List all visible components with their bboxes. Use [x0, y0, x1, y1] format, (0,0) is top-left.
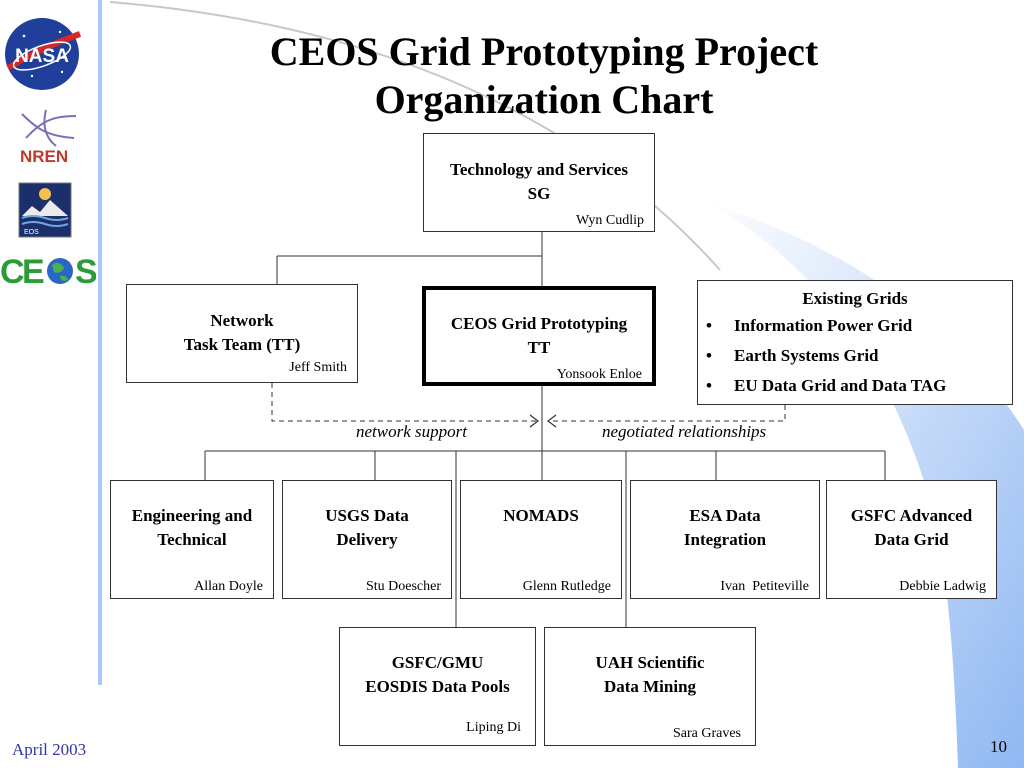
- box-name: CEOS Grid Prototyping TT: [450, 314, 628, 357]
- negotiated-relationships-label: negotiated relationships: [602, 422, 767, 441]
- network-support-label: network support: [356, 422, 467, 441]
- technology-services-sg-box: Technology and Services SG Wyn Cudlip: [423, 133, 655, 232]
- box-lead: Wyn Cudlip: [576, 213, 644, 228]
- eos-logo: EOS: [18, 182, 72, 238]
- title-line-2: Organization Chart: [374, 77, 714, 122]
- box-lead: Glenn Rutledge: [522, 579, 611, 594]
- existing-grids-list: •Information Power Grid •Earth Systems G…: [698, 311, 1012, 401]
- page-number: 10: [990, 737, 1007, 756]
- nren-logo-text: NREN: [20, 147, 68, 166]
- box-name: UAH Scientific Data Mining: [595, 653, 705, 696]
- box-lead: Ivan Petiteville: [720, 579, 809, 594]
- svg-text:C: C: [0, 253, 25, 290]
- box-name: GSFC Advanced Data Grid: [850, 506, 973, 549]
- existing-grids-heading: Existing Grids: [802, 289, 908, 308]
- slide-title: CEOS Grid Prototyping Project Organizati…: [120, 28, 968, 124]
- ceos-logo: C E S: [0, 253, 96, 290]
- title-line-1: CEOS Grid Prototyping Project: [269, 29, 819, 74]
- svg-text:S: S: [75, 253, 96, 290]
- box-lead: Jeff Smith: [289, 360, 347, 375]
- existing-grids-box: Existing Grids •Information Power Grid •…: [697, 280, 1013, 405]
- bullet-icon: •: [706, 346, 712, 365]
- gsfc-advanced-data-grid-box: GSFC Advanced Data Grid Debbie Ladwig: [826, 480, 997, 599]
- eos-logo-text: EOS: [24, 229, 39, 236]
- network-task-team-box: Network Task Team (TT) Jeff Smith: [126, 284, 358, 383]
- bullet-icon: •: [706, 376, 712, 395]
- box-lead: Yonsook Enloe: [556, 367, 642, 382]
- box-name: Technology and Services SG: [450, 160, 628, 203]
- uah-scientific-data-mining-box: UAH Scientific Data Mining Sara Graves: [544, 627, 756, 746]
- nren-logo: NREN: [20, 109, 77, 166]
- gsfc-gmu-eosdis-box: GSFC/GMU EOSDIS Data Pools Liping Di: [339, 627, 536, 746]
- box-lead: Debbie Ladwig: [899, 579, 986, 594]
- slide-date: April 2003: [12, 740, 87, 759]
- svg-text:E: E: [22, 253, 45, 290]
- usgs-data-delivery-box: USGS Data Delivery Stu Doescher: [282, 480, 452, 599]
- box-lead: Stu Doescher: [365, 579, 441, 594]
- list-item: •EU Data Grid and Data TAG: [698, 371, 1012, 401]
- nasa-logo-text: NASA: [15, 46, 69, 67]
- bullet-icon: •: [706, 316, 712, 335]
- box-name: ESA Data Integration: [683, 506, 767, 549]
- box-name: USGS Data Delivery: [325, 506, 409, 549]
- nasa-logo: NASA: [5, 18, 82, 90]
- engineering-technical-box: Engineering and Technical Allan Doyle: [110, 480, 274, 599]
- box-name: Network Task Team (TT): [183, 311, 301, 354]
- box-name: Engineering and Technical: [131, 506, 253, 549]
- box-name: GSFC/GMU EOSDIS Data Pools: [365, 653, 510, 696]
- list-item: •Information Power Grid: [698, 311, 1012, 341]
- nomads-box: NOMADS Glenn Rutledge: [460, 480, 622, 599]
- list-item: •Earth Systems Grid: [698, 341, 1012, 371]
- grid-prototyping-tt-box: CEOS Grid Prototyping TT Yonsook Enloe: [422, 286, 656, 386]
- box-lead: Liping Di: [466, 720, 521, 735]
- box-lead: Allan Doyle: [194, 579, 263, 594]
- box-lead: Sara Graves: [672, 726, 741, 741]
- esa-data-integration-box: ESA Data Integration Ivan Petiteville: [630, 480, 820, 599]
- box-name: NOMADS: [503, 506, 579, 525]
